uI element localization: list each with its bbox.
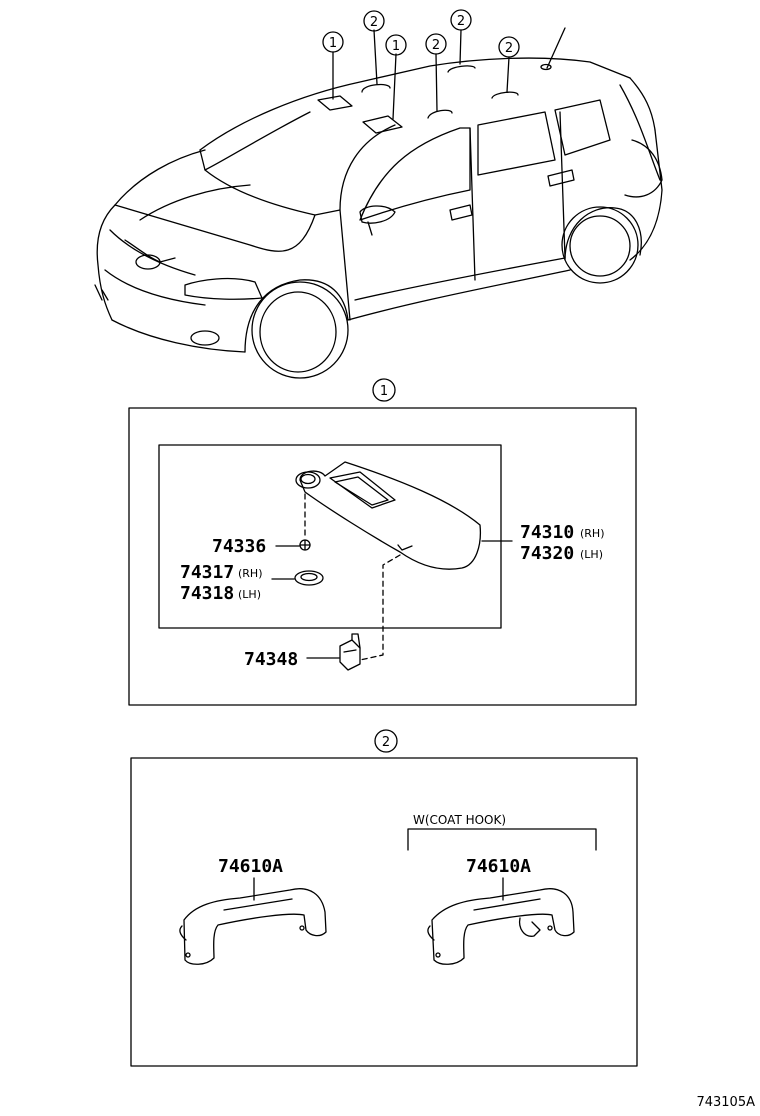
part-74348: 74348 [244, 649, 298, 670]
callout-2-d-label: 2 [505, 41, 513, 56]
section1-frame [128, 407, 637, 706]
part-74318-suffix: (LH) [238, 588, 261, 601]
section1-callout-label: 1 [380, 384, 388, 399]
section1-leaders [271, 540, 513, 659]
assist-grip-right-drawing [427, 877, 575, 965]
part-74610A-right: 74610A [466, 856, 531, 877]
part-74318: 74318 [180, 583, 234, 604]
callout-circle-2-b [425, 33, 447, 55]
part-74317-suffix: (RH) [238, 567, 263, 580]
coat-hook-bracket [407, 828, 597, 851]
part-74610A-left: 74610A [218, 856, 283, 877]
assembly-dashed-lines [304, 493, 401, 661]
callout-circle-2-c [450, 9, 472, 31]
callout-2-b-label: 2 [432, 38, 440, 53]
section2-callout-label: 2 [382, 735, 390, 750]
section2-callout-circle [374, 729, 398, 753]
part-74320: 74320 [520, 543, 574, 564]
part-74310: 74310 [520, 522, 574, 543]
holder-ring-drawing [294, 570, 324, 586]
callout-1-a-label: 1 [329, 36, 337, 51]
callout-2-c-label: 2 [457, 14, 465, 29]
assist-grip-left-drawing [179, 877, 327, 965]
section1-callout-circle [372, 378, 396, 402]
bracket-clip-drawing [299, 539, 311, 551]
coat-hook-note: W(COAT HOOK) [413, 813, 506, 827]
part-74336: 74336 [212, 536, 266, 557]
part-74320-suffix: (LH) [580, 548, 603, 561]
callout-circle-1-b [385, 34, 407, 56]
callout-circle-1-a [322, 31, 344, 53]
callout-1-b-label: 1 [392, 39, 400, 54]
callout-circle-2-a [363, 10, 385, 32]
visor-holder-drawing [339, 633, 361, 671]
sun-visor-drawing [295, 461, 482, 570]
car-callout-circles [322, 9, 520, 58]
callout-circle-2-d [498, 36, 520, 58]
part-74317: 74317 [180, 562, 234, 583]
callout-2-a-label: 2 [370, 15, 378, 30]
car-callout-leaders [332, 29, 510, 120]
drawing-number: 743105A [696, 1095, 755, 1110]
part-74310-suffix: (RH) [580, 527, 605, 540]
car-illustration [94, 27, 663, 379]
section2-frame [130, 757, 638, 1067]
section1-inner-frame [158, 444, 502, 629]
